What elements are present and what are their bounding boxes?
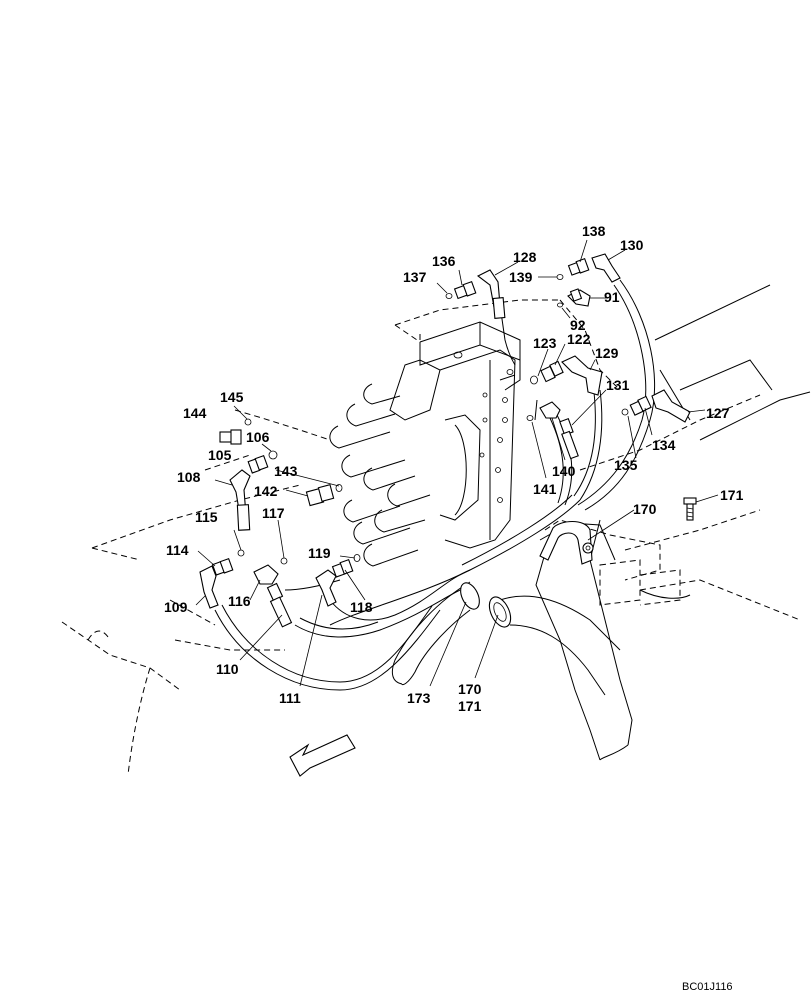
callout-141: 141: [533, 481, 557, 497]
callout-92: 92: [570, 317, 586, 333]
callout-130: 130: [620, 237, 644, 253]
callout-171-bottom: 171: [458, 698, 482, 714]
callout-111: 111: [279, 690, 301, 706]
callout-143: 143: [274, 463, 298, 479]
callout-127: 127: [706, 405, 730, 421]
callout-114: 114: [166, 542, 189, 558]
callout-138: 138: [582, 223, 606, 239]
callout-119: 119: [308, 545, 331, 561]
elbow-hose-109: [199, 565, 219, 609]
adapter-122: [540, 360, 564, 383]
elbow-140: [539, 401, 561, 419]
adapter-136: [453, 280, 477, 300]
adapter-114: [211, 557, 234, 576]
callout-134: 134: [652, 437, 676, 453]
control-valve-body: [329, 321, 521, 567]
callout-91: 91: [604, 289, 620, 305]
adapter-105: [247, 454, 269, 474]
callout-136: 136: [432, 253, 456, 269]
elbow-129: [561, 355, 603, 396]
callout-137: 137: [403, 269, 427, 285]
callout-145: 145: [220, 389, 244, 405]
drawing-code: BC01J116: [682, 981, 733, 993]
callout-106: 106: [246, 429, 270, 445]
frame-outline: [61, 299, 801, 776]
callout-144: 144: [183, 405, 207, 421]
plug-144: [219, 429, 242, 445]
suction-pipe: [391, 581, 621, 696]
hose-clamp: [539, 520, 594, 565]
callout-173: 173: [407, 690, 431, 706]
hose-end-110: [266, 582, 293, 628]
callout-108: 108: [177, 469, 201, 485]
callout-129: 129: [595, 345, 619, 361]
callout-170-bottom: 170: [458, 681, 482, 697]
elbow-91: [567, 288, 591, 307]
callout-labels: 138 130 136 128 137 139 91 92 123 122 12…: [164, 223, 744, 714]
callout-171-top: 171: [720, 487, 744, 503]
fittings: [199, 253, 691, 628]
callout-140: 140: [552, 463, 576, 479]
elbow-hose-108: [229, 469, 251, 531]
elbow-hose-128: [476, 269, 506, 319]
elbow-127: [651, 389, 691, 423]
adapter-142: [305, 484, 335, 507]
adapter-138: [567, 257, 590, 276]
forward-direction-arrow-icon: [289, 734, 356, 777]
callout-128: 128: [513, 249, 537, 265]
callout-115: 115: [195, 509, 218, 525]
callout-118: 118: [350, 599, 373, 615]
callout-109: 109: [164, 599, 188, 615]
callout-105: 105: [208, 447, 232, 463]
adapter-118: [315, 558, 354, 607]
callout-122: 122: [567, 331, 591, 347]
fitting-131: [559, 418, 579, 460]
callout-117: 117: [262, 505, 285, 521]
hose-lines: [214, 279, 656, 691]
elbow-116: [253, 564, 279, 585]
callout-123: 123: [533, 335, 557, 351]
callout-131: 131: [606, 377, 630, 393]
callout-110: 110: [216, 661, 239, 677]
elbow-130: [591, 253, 621, 283]
bolt-icon: [683, 497, 697, 521]
callout-135: 135: [614, 457, 638, 473]
callout-142: 142: [254, 483, 278, 499]
adapter-134: [629, 395, 652, 416]
leader-lines: [195, 239, 719, 687]
callout-170-top: 170: [633, 501, 657, 517]
callout-139: 139: [509, 269, 533, 285]
callout-116: 116: [228, 593, 251, 609]
